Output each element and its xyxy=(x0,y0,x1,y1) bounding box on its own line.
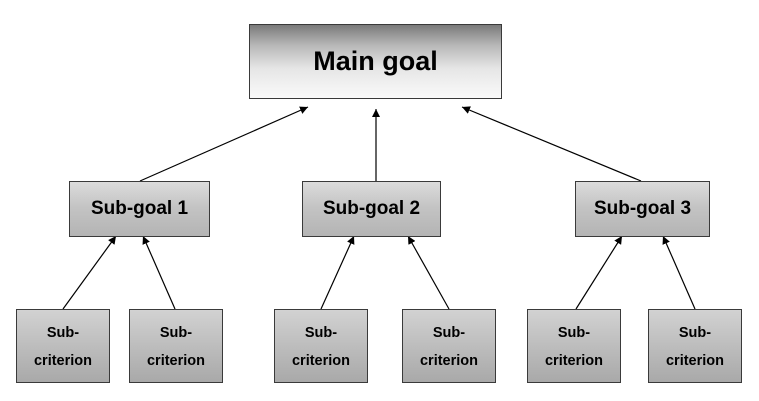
sub-criterion-box-4: Sub- criterion xyxy=(402,309,496,383)
sub-goal-1-label: Sub-goal 1 xyxy=(90,198,189,219)
sub-criterion-line1: Sub- xyxy=(678,325,712,341)
sub-criterion-box-2: Sub- criterion xyxy=(129,309,223,383)
sub-goal-1-box: Sub-goal 1 xyxy=(69,181,210,237)
sub-goal-3-box: Sub-goal 3 xyxy=(575,181,710,237)
sub-criterion-box-1: Sub- criterion xyxy=(16,309,110,383)
sub-criterion-line2: criterion xyxy=(33,353,92,369)
sub-goal-3-label: Sub-goal 3 xyxy=(593,198,692,219)
sub-criterion-box-3: Sub- criterion xyxy=(274,309,368,383)
arrow-crit6-to-subgoal3 xyxy=(662,235,696,310)
sub-criterion-line2: criterion xyxy=(544,353,603,369)
sub-criterion-line1: Sub- xyxy=(159,325,193,341)
arrow-crit4-to-subgoal2 xyxy=(407,235,450,310)
sub-criterion-line1: Sub- xyxy=(304,325,338,341)
main-goal-box: Main goal xyxy=(249,24,502,99)
arrow-crit2-to-subgoal1 xyxy=(142,235,176,310)
sub-goal-2-box: Sub-goal 2 xyxy=(302,181,441,237)
sub-criterion-line2: criterion xyxy=(665,353,724,369)
sub-criterion-line2: criterion xyxy=(419,353,478,369)
sub-criterion-line1: Sub- xyxy=(432,325,466,341)
sub-criterion-line2: criterion xyxy=(146,353,205,369)
sub-criterion-line2: criterion xyxy=(291,353,350,369)
sub-criterion-line1: Sub- xyxy=(46,325,80,341)
sub-criterion-box-5: Sub- criterion xyxy=(527,309,621,383)
sub-criterion-box-6: Sub- criterion xyxy=(648,309,742,383)
sub-goal-2-label: Sub-goal 2 xyxy=(322,198,421,219)
arrow-crit3-to-subgoal2 xyxy=(320,235,355,310)
arrow-crit5-to-subgoal3 xyxy=(575,235,623,310)
arrow-subgoal1-to-main xyxy=(139,106,309,182)
main-goal-label: Main goal xyxy=(313,46,438,76)
arrow-subgoal3-to-main xyxy=(461,106,642,182)
arrow-crit1-to-subgoal1 xyxy=(62,235,117,310)
sub-criterion-line1: Sub- xyxy=(557,325,591,341)
